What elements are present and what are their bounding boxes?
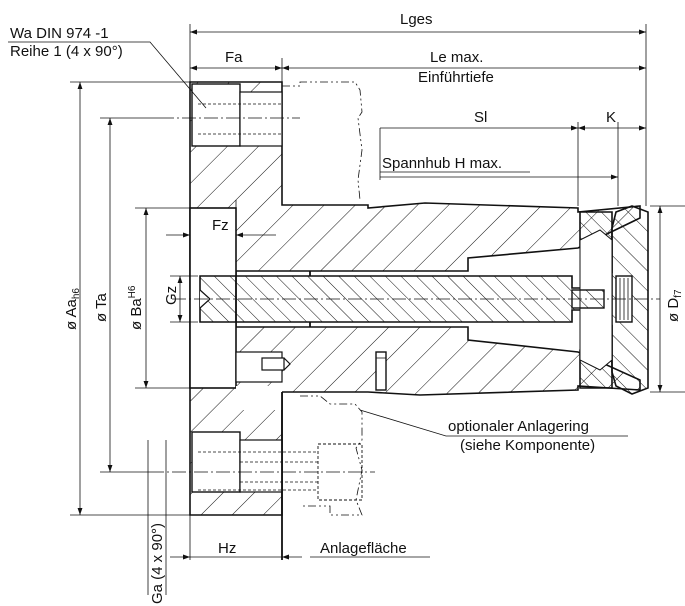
setscrew	[261, 357, 285, 371]
label-aa: ø Aah6	[63, 288, 82, 330]
label-ga: Ga (4 x 90°)	[149, 523, 166, 604]
label-fz: Fz	[212, 217, 229, 234]
counterbore-bottom	[191, 431, 241, 493]
bores	[189, 83, 613, 493]
label-anlagering-2: (siehe Komponente)	[460, 437, 595, 454]
label-wa-din: Wa DIN 974 -1	[10, 25, 109, 42]
labels: Wa DIN 974 -1 Reihe 1 (4 x 90°) Lges Fa …	[10, 11, 684, 604]
label-anlagering-1: optionaler Anlagering	[448, 418, 589, 435]
label-einfuehrtiefe: Einführtiefe	[418, 69, 494, 86]
label-fa: Fa	[225, 49, 243, 66]
label-anlageflaeche: Anlagefläche	[320, 540, 407, 557]
counterbore-top	[191, 83, 241, 147]
label-gz: Gz	[163, 286, 180, 305]
label-ba: ø BaH6	[127, 285, 145, 330]
extension-lines	[70, 24, 685, 595]
label-sl: Sl	[474, 109, 487, 126]
slot-bottom	[236, 386, 282, 410]
label-spannhub: Spannhub H max.	[382, 155, 502, 172]
center-lines	[150, 117, 660, 473]
label-le-max: Le max.	[430, 49, 483, 66]
counterbore-bottom-inner	[239, 439, 283, 493]
dimension-lines	[77, 29, 663, 560]
label-reihe: Reihe 1 (4 x 90°)	[10, 43, 123, 60]
label-lges: Lges	[400, 11, 433, 28]
label-k: K	[606, 109, 616, 126]
leaders	[8, 41, 628, 558]
label-hz: Hz	[218, 540, 236, 557]
label-ta: ø Ta	[93, 292, 110, 322]
pin	[375, 351, 387, 391]
counterbore-top-inner	[239, 91, 283, 147]
label-d: ø Df7	[665, 289, 684, 322]
